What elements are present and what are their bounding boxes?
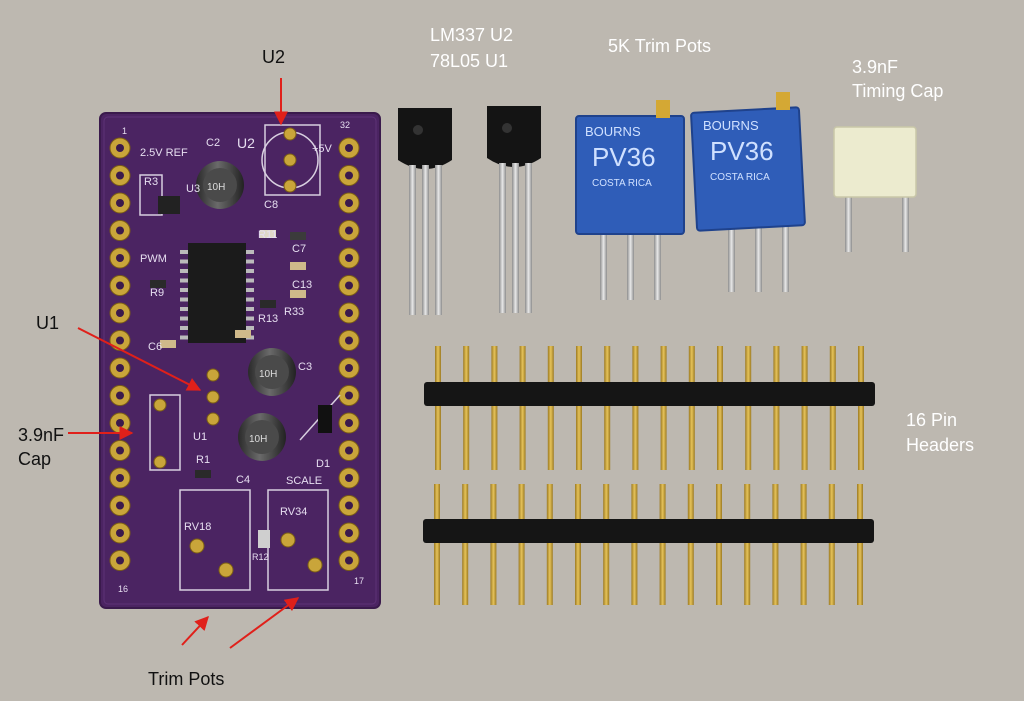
78l05-regulator [487,106,541,313]
electrolytic-capacitor-c4: 10H [238,413,286,461]
header-pin [773,346,780,470]
silk-plus5v: +5V [312,143,333,155]
label-timing-cap-line2: Timing Cap [852,81,944,101]
trimpot-1-brand: BOURNS [585,124,641,139]
label-u1: U1 [36,313,60,333]
silk-pin17: 17 [354,576,364,586]
label-78l05: 78L05 U1 [430,51,509,71]
header-pin [858,346,864,470]
svg-text:10H: 10H [259,369,277,380]
header-pin [519,346,526,470]
label-cap-line2: Cap [18,449,52,469]
silk-pin16: 16 [118,584,128,594]
trimpot-2-origin: COSTA RICA [710,172,770,183]
pin-header-row-top [424,346,875,470]
trimpot-1: BOURNS PV36 COSTA RICA [575,100,685,300]
label-u2: U2 [262,47,286,67]
header-pin [801,346,808,470]
header-pin [744,484,751,605]
trimpot-2-brand: BOURNS [703,118,759,133]
header-pin [772,484,779,605]
silk-c4: C4 [236,474,250,486]
silk-r3: R3 [144,176,158,188]
silk-c13: C13 [292,279,312,291]
silk-r9: R9 [150,287,164,299]
pcb-pin-pads-right [338,137,360,571]
label-5k-trim-pots: 5K Trim Pots [608,36,712,56]
annotation-arrows [68,78,300,649]
header-pin [632,346,639,470]
silk-u2: U2 [237,135,255,151]
silk-u3: U3 [186,183,200,195]
header-pin [688,346,695,470]
header-pin [576,346,582,470]
silk-scale: SCALE [286,475,322,487]
header-pin [828,484,835,605]
header-pin [463,346,470,470]
pcb-smd-parts [150,196,332,548]
label-timing-cap-line1: 3.9nF [852,57,899,77]
header-pin [490,484,497,605]
header-pin [717,346,723,470]
silk-c7: C7 [292,243,306,255]
header-pin [518,484,525,605]
silk-pwm: PWM [140,253,167,265]
header-pin [631,484,638,605]
pcb-component-pads [153,127,323,578]
timing-capacitor [833,126,917,252]
silk-c2: C2 [206,137,220,149]
header-pin [716,484,722,605]
pcb-silk-text: 2.5V REF U3 U2 +5V C2 R3 C8 R11 C7 PWM R… [118,120,364,594]
silk-rv18: RV18 [184,521,211,533]
silk-ref: 2.5V REF [140,147,188,159]
header-pin [491,346,498,470]
silk-rv34: RV34 [280,506,307,518]
header-pin [547,346,554,470]
trimpot-1-model: PV36 [592,142,656,172]
silk-r12: R12 [252,552,269,562]
label-cap-line1: 3.9nF [18,425,65,445]
silk-c6: C6 [148,341,162,353]
header-pin [575,484,581,605]
trimpot-2-model: PV36 [710,136,774,166]
label-trim-pots: Trim Pots [148,669,225,689]
label-16-pin: 16 Pin [906,410,958,430]
pin-header-row-bottom [423,484,874,605]
silk-c3: C3 [298,361,312,373]
header-pin [462,484,469,605]
header-pin [604,346,611,470]
header-pin [659,484,666,605]
label-headers: Headers [906,435,975,455]
silk-r1: R1 [196,454,210,466]
silk-r33: R33 [284,306,304,318]
label-lm337: LM337 U2 [430,25,514,45]
svg-text:10H: 10H [249,434,267,445]
electrolytic-capacitor-c2: 10H [196,161,244,209]
silk-pin32: 32 [340,120,350,130]
header-pin [829,346,836,470]
header-pin [434,484,440,605]
trimpot-1-origin: COSTA RICA [592,178,652,189]
trimpot-2: BOURNS PV36 COSTA RICA [690,92,806,292]
pcb-pin-pads-left [109,137,131,571]
silk-pin1: 1 [122,126,127,136]
svg-text:10H: 10H [207,182,225,193]
silk-r11: R11 [258,229,277,241]
lm337-regulator [398,108,452,315]
silk-c8: C8 [264,199,278,211]
header-pin [660,346,667,470]
header-pin [687,484,694,605]
silk-d1: D1 [316,458,330,470]
header-pin [800,484,807,605]
silk-r13: R13 [258,313,278,325]
header-pin [546,484,553,605]
electrolytic-capacitor-c3: 10H [248,348,296,396]
pcb-board [99,112,381,609]
header-pin [603,484,610,605]
header-pin [435,346,441,470]
header-pin [745,346,752,470]
header-pin [857,484,863,605]
silk-u1: U1 [193,431,207,443]
